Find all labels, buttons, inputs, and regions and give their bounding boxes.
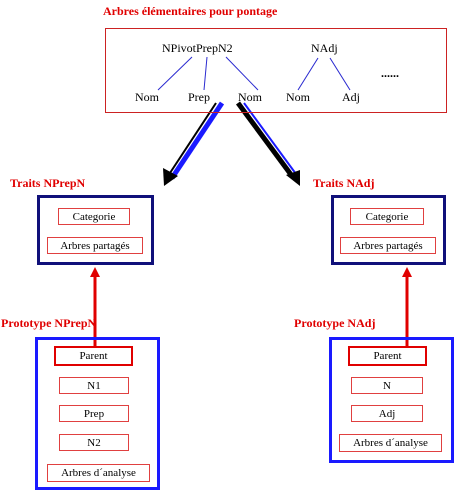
main-title: Arbres élémentaires pour pontage bbox=[103, 4, 278, 18]
proto-left-box bbox=[35, 337, 160, 490]
proto-right-box bbox=[329, 337, 454, 463]
tree-edge-root-prep bbox=[203, 56, 208, 91]
proto-right-title: Prototype NAdj bbox=[294, 316, 376, 330]
tree-edge-nadj-nom bbox=[297, 57, 319, 91]
traits-left-arbres-partages: Arbres partagés bbox=[47, 237, 143, 254]
traits-right-arbres-partages: Arbres partagés bbox=[340, 237, 436, 254]
arrow-to-traits-left bbox=[163, 101, 225, 186]
proto-left-prep: Prep bbox=[59, 405, 129, 422]
tree-root-npivotprepn2: NPivotPrepN2 bbox=[162, 41, 233, 55]
proto-left-title: Prototype NPrepN bbox=[1, 316, 97, 330]
proto-left-n1: N1 bbox=[59, 377, 129, 394]
proto-left-parent: Parent bbox=[54, 346, 133, 366]
tree-leaf-adj: Adj bbox=[342, 90, 360, 104]
tree-lines bbox=[157, 56, 351, 91]
traits-left-title: Traits NPrepN bbox=[10, 176, 86, 190]
proto-right-parent: Parent bbox=[348, 346, 427, 366]
tree-edge-nadj-adj bbox=[329, 57, 351, 91]
traits-right-title: Traits NAdj bbox=[313, 176, 375, 190]
arrow-to-traits-right bbox=[235, 101, 300, 186]
traits-right-box bbox=[331, 195, 446, 265]
traits-left-box bbox=[37, 195, 154, 265]
tree-leaf-nom-3: Nom bbox=[286, 90, 310, 104]
tree-ellipsis: ...... bbox=[381, 66, 399, 80]
tree-leaf-prep: Prep bbox=[188, 90, 210, 104]
tree-edge-root-nom2 bbox=[225, 56, 259, 91]
traits-right-categorie: Categorie bbox=[350, 208, 424, 225]
proto-right-n: N bbox=[351, 377, 423, 394]
proto-left-arbres-analyse: Arbres d´analyse bbox=[47, 464, 150, 482]
tree-leaf-nom-2: Nom bbox=[238, 90, 262, 104]
proto-right-adj: Adj bbox=[351, 405, 423, 422]
proto-left-n2: N2 bbox=[59, 434, 129, 451]
traits-left-categorie: Categorie bbox=[58, 208, 130, 225]
proto-right-arbres-analyse: Arbres d´analyse bbox=[339, 434, 442, 452]
tree-root-nadj: NAdj bbox=[311, 41, 338, 55]
tree-frame bbox=[105, 28, 447, 113]
tree-edge-root-nom1 bbox=[157, 56, 193, 91]
tree-leaf-nom-1: Nom bbox=[135, 90, 159, 104]
